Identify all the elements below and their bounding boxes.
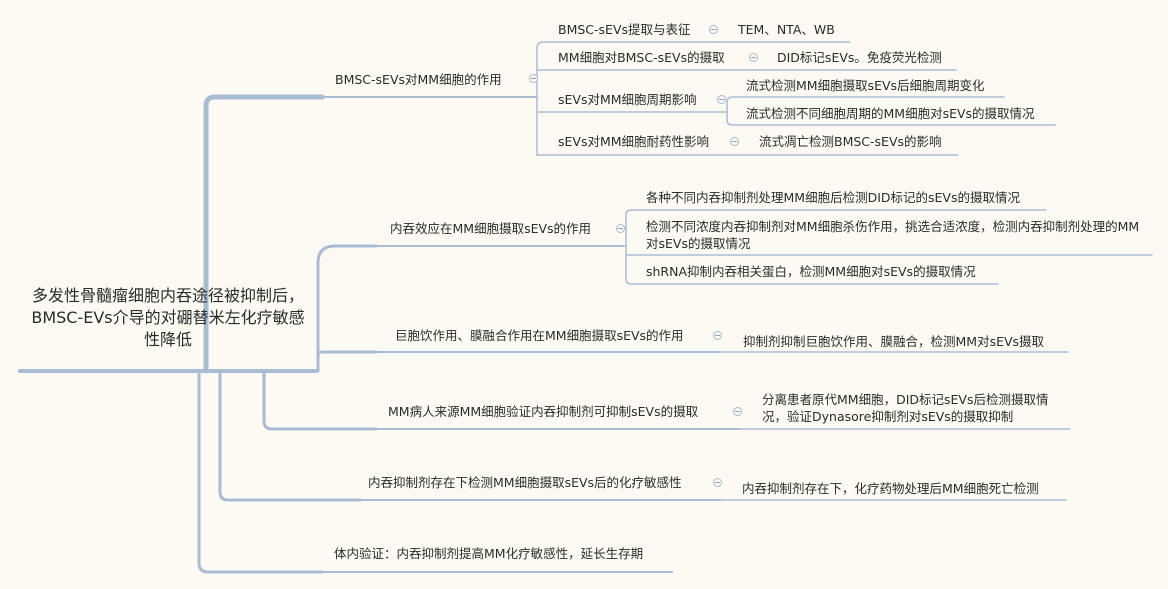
collapse-icon[interactable] [616,224,625,233]
collapse-icon[interactable] [709,25,718,34]
collapse-icon[interactable] [733,407,742,416]
branch-in-vivo[interactable]: 体内验证：内吞抑制剂提高MM化疗敏感性，延长生存期 [334,546,644,561]
branch-patient-cells[interactable]: MM病人来源MM细胞验证内吞抑制剂可抑制sEVs的摄取 [388,404,699,419]
leaf-inhibitor-types[interactable]: 各种不同内吞抑制剂处理MM细胞后检测DID标记的sEVs的摄取情况 [646,190,1020,205]
root-topic[interactable]: 多发性骨髓瘤细胞内吞途径被抑制后，BMSC-EVs介导的对硼替米左化疗敏感性降低 [31,286,305,349]
collapse-icon[interactable] [713,478,722,487]
leaf-shrna[interactable]: shRNA抑制内吞相关蛋白，检测MM细胞对sEVs的摄取情况 [646,264,976,279]
subtopic-uptake[interactable]: MM细胞对BMSC-sEVs的摄取 [558,50,725,65]
branch-macropinocytosis[interactable]: 巨胞饮作用、膜融合作用在MM细胞摄取sEVs的作用 [395,328,684,343]
branch-chemo-sensitivity[interactable]: 内吞抑制剂存在下检测MM细胞摄取sEVs后的化疗敏感性 [368,475,682,490]
collapse-icon[interactable] [529,74,538,83]
collapse-icon[interactable] [717,95,726,104]
leaf-inhibitor-dose[interactable]: 检测不同浓度内吞抑制剂对MM细胞杀伤作用，挑选合适浓度，检测内吞抑制剂处理的MM… [646,219,1140,251]
leaf-did-label[interactable]: DID标记sEVs。免疫荧光检测 [777,50,942,65]
branch-endocytosis[interactable]: 内吞效应在MM细胞摄取sEVs的作用 [390,221,592,236]
leaf-apoptosis[interactable]: 流式凋亡检测BMSC-sEVs的影响 [759,134,942,149]
leaf-cell-death[interactable]: 内吞抑制剂存在下，化疗药物处理后MM细胞死亡检测 [742,481,1039,496]
subtopic-extraction[interactable]: BMSC-sEVs提取与表征 [558,22,691,37]
leaf-primary-cells[interactable]: 分离患者原代MM细胞，DID标记sEVs后检测摄取情况，验证Dynasore抑制… [762,392,1049,424]
subtopic-drug-resistance[interactable]: sEVs对MM细胞耐药性影响 [558,134,710,149]
leaf-cycle-change[interactable]: 流式检测MM细胞摄取sEVs后细胞周期变化 [746,78,985,93]
collapse-icon[interactable] [730,137,739,146]
leaf-macro-inhibitor[interactable]: 抑制剂抑制巨胞饮作用、膜融合，检测MM对sEVs摄取 [743,334,1045,349]
leaf-cycle-uptake[interactable]: 流式检测不同细胞周期的MM细胞对sEVs的摄取情况 [746,106,1035,121]
leaf-tem-nta-wb[interactable]: TEM、NTA、WB [738,22,835,37]
subtopic-cell-cycle[interactable]: sEVs对MM细胞周期影响 [558,92,697,107]
branch-bmsc-sevs-effect[interactable]: BMSC-sEVs对MM细胞的作用 [335,72,502,87]
collapse-icon[interactable] [713,331,722,340]
collapse-icon[interactable] [749,53,758,62]
